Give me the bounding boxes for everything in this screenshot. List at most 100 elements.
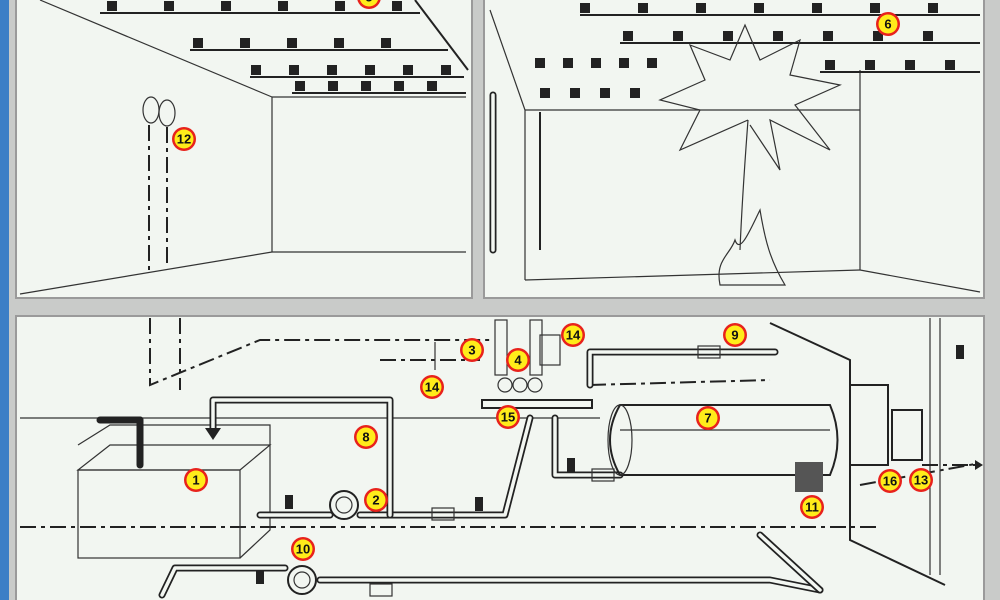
marker-15: 15 (496, 405, 520, 429)
left-room-drawing (19, 0, 497, 295)
sprinkler-head-icon (905, 60, 915, 70)
marker-10: 10 (291, 537, 315, 561)
sprinkler-branch-lines (100, 0, 469, 94)
sprinkler-head-icon (295, 81, 305, 91)
panel-plant-room (15, 315, 985, 600)
sprinkler-head-icon (381, 38, 391, 48)
sprinkler-head-icon (870, 3, 880, 13)
sprinkler-head-icon (638, 3, 648, 13)
sprinkler-head-icon (928, 3, 938, 13)
sprinkler-head-icon (696, 3, 706, 13)
sprinkler-head-icon (365, 65, 375, 75)
sprinkler-head-icon (647, 58, 657, 68)
marker-12: 12 (172, 127, 196, 151)
marker-label: 5 (365, 0, 372, 5)
water-tank (76, 416, 272, 559)
sprinkler-head-icon (723, 31, 733, 41)
sprinkler-head-icon (328, 81, 338, 91)
sprinkler-head-icon (619, 58, 629, 68)
marker-13: 13 (909, 468, 933, 492)
sprinkler-head-icon (278, 1, 288, 11)
marker-4: 4 (506, 348, 530, 372)
marker-label: 9 (731, 328, 738, 343)
panel-room-right (483, 0, 985, 299)
sprinkler-head-icon (334, 38, 344, 48)
sprinkler-head-icon (623, 31, 633, 41)
sprinkler-head-icon (945, 60, 955, 70)
sprinkler-head-icon (251, 65, 261, 75)
alarm-valve-station (434, 319, 593, 409)
sprinkler-head-icon (540, 88, 550, 98)
marker-6: 6 (876, 12, 900, 36)
sprinkler-head-icon (825, 60, 835, 70)
sprinkler-head-icon (600, 88, 610, 98)
sprinkler-head-icon (193, 38, 203, 48)
sprinkler-head-icon (923, 31, 933, 41)
marker-11: 11 (800, 495, 824, 519)
sprinkler-heads (107, 1, 451, 91)
sprinkler-head-icon (873, 31, 883, 41)
control-panels (795, 345, 983, 492)
sprinkler-head-icon (361, 81, 371, 91)
marker-label: 15 (501, 410, 515, 425)
marker-8: 8 (354, 425, 378, 449)
sprinkler-head-icon (164, 1, 174, 11)
sprinkler-head-icon (673, 31, 683, 41)
callout-markers: 5 12 6 3 4 14 14 9 15 7 8 1 2 16 13 11 1… (172, 0, 933, 561)
marker-label: 4 (514, 353, 522, 368)
window-edge (0, 0, 9, 600)
sprinkler-head-icon (107, 1, 117, 11)
sprinkler-head-icon (812, 3, 822, 13)
marker-label: 11 (805, 500, 819, 515)
sprinkler-head-icon (403, 65, 413, 75)
marker-3: 3 (460, 338, 484, 362)
sprinkler-head-icon (773, 31, 783, 41)
heat-detectors (142, 96, 176, 270)
sprinkler-head-icon (221, 1, 231, 11)
marker-label: 2 (372, 493, 379, 508)
plant-room-drawing (20, 318, 983, 599)
sprinkler-head-icon (535, 58, 545, 68)
pressure-tank (607, 404, 839, 476)
marker-label: 8 (362, 430, 369, 445)
valves (256, 345, 721, 597)
marker-label: 14 (566, 328, 581, 343)
marker-label: 6 (884, 17, 891, 32)
sprinkler-head-icon (570, 88, 580, 98)
sprinkler-head-icon (289, 65, 299, 75)
marker-5: 5 (357, 0, 381, 9)
sprinkler-head-icon (392, 1, 402, 11)
sprinkler-head-icon (327, 65, 337, 75)
marker-label: 3 (468, 343, 475, 358)
marker-9: 9 (723, 323, 747, 347)
sprinkler-head-icon (754, 3, 764, 13)
sprinkler-head-icon (823, 31, 833, 41)
sprinkler-head-icon (287, 38, 297, 48)
sprinkler-head-icon (580, 3, 590, 13)
sprinkler-head-icon (427, 81, 437, 91)
marker-label: 12 (177, 132, 191, 147)
marker-label: 10 (296, 542, 310, 557)
sprinkler-head-icon (394, 81, 404, 91)
marker-2: 2 (364, 488, 388, 512)
sprinkler-head-icon (865, 60, 875, 70)
marker-label: 14 (425, 380, 440, 395)
sprinkler-head-icon (630, 88, 640, 98)
marker-1: 1 (184, 468, 208, 492)
sprinkler-head-icon (441, 65, 451, 75)
sprinkler-head-icon (240, 38, 250, 48)
sprinkler-head-icon (335, 1, 345, 11)
marker-label: 1 (192, 473, 199, 488)
sprinkler-head-icon (563, 58, 573, 68)
sprinkler-heads (535, 3, 955, 98)
marker-label: 16 (883, 474, 897, 489)
marker-14: 14 (561, 323, 585, 347)
right-room-drawing (489, 3, 981, 293)
jockey-pump (287, 565, 317, 595)
marker-14: 14 (420, 375, 444, 399)
marker-16: 16 (878, 469, 902, 493)
marker-label: 7 (704, 411, 711, 426)
marker-label: 13 (914, 473, 928, 488)
sprinkler-head-icon (591, 58, 601, 68)
